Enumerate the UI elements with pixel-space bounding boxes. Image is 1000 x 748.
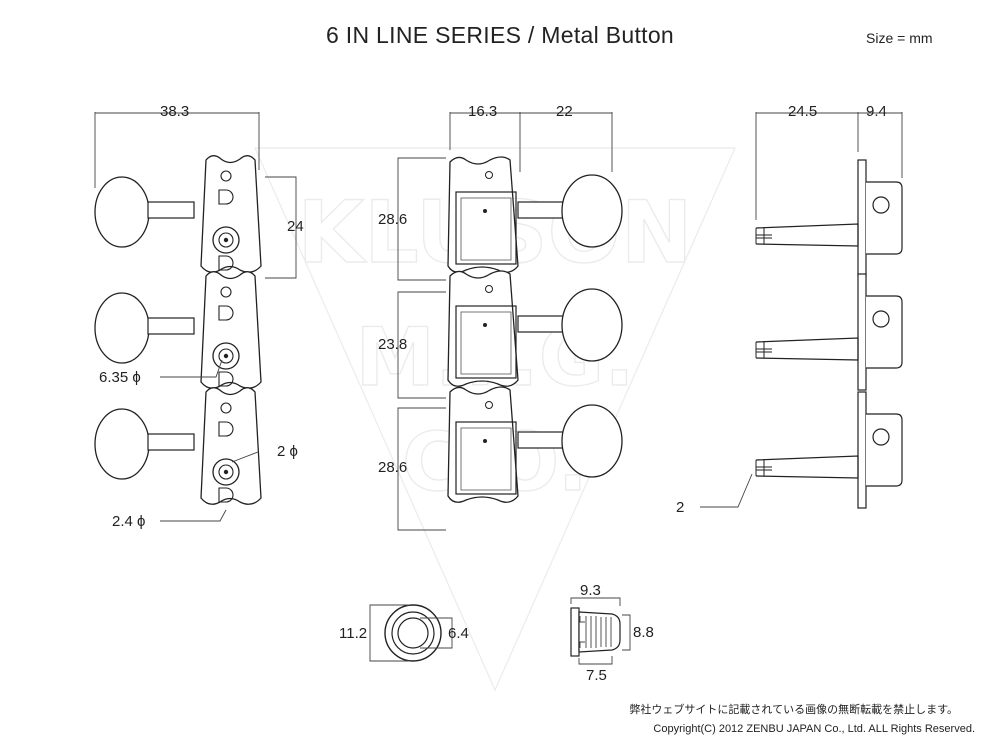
dim-front-post-hole: 6.35 ϕ — [99, 369, 141, 386]
dim-bushing-outer: 11.2 — [339, 625, 368, 642]
units-label: Size = mm — [866, 30, 933, 46]
front-view-tuners — [94, 155, 262, 505]
side-view-tuners — [755, 159, 903, 509]
side-tuner-top — [755, 159, 903, 277]
dim-nut-diameter: 8.8 — [633, 624, 654, 641]
dim-back-height-bottom: 28.6 — [378, 459, 408, 476]
front-dimension-lines — [94, 112, 297, 522]
dim-back-height-top: 28.6 — [378, 211, 408, 228]
copyright-notice: Copyright(C) 2012 ZENBU JAPAN Co., Ltd. … — [653, 723, 975, 735]
dim-side-post-length: 24.5 — [788, 103, 818, 120]
nut-drawing — [570, 597, 631, 665]
back-dimension-lines — [397, 112, 613, 531]
front-tuner-top — [94, 155, 262, 273]
dim-nut-length: 9.3 — [580, 582, 601, 599]
dim-back-height-middle: 23.8 — [378, 336, 408, 353]
dim-front-plate-height: 24 — [287, 218, 304, 235]
side-tuner-middle — [755, 273, 903, 391]
dim-bushing-inner: 6.4 — [448, 625, 469, 642]
bushing-drawing — [369, 604, 453, 662]
dim-front-width: 38.3 — [160, 103, 190, 120]
side-dimension-lines — [700, 112, 903, 508]
front-tuner-bottom — [94, 387, 262, 505]
dim-nut-base: 7.5 — [586, 667, 607, 684]
dim-front-screw-hole: 2.4 ϕ — [112, 513, 146, 530]
page-title: 6 IN LINE SERIES / Metal Button — [325, 22, 675, 48]
dim-side-slot: 2 — [676, 499, 685, 516]
dim-back-plate-width: 16.3 — [468, 103, 498, 120]
dim-side-housing-depth: 9.4 — [866, 103, 887, 120]
dim-back-button-offset: 22 — [556, 103, 573, 120]
reproduction-notice: 弊社ウェブサイトに記載されている画像の無断転載を禁止します。 — [629, 704, 958, 716]
side-tuner-bottom — [755, 391, 903, 509]
dim-front-string-hole: 2 ϕ — [277, 443, 298, 460]
